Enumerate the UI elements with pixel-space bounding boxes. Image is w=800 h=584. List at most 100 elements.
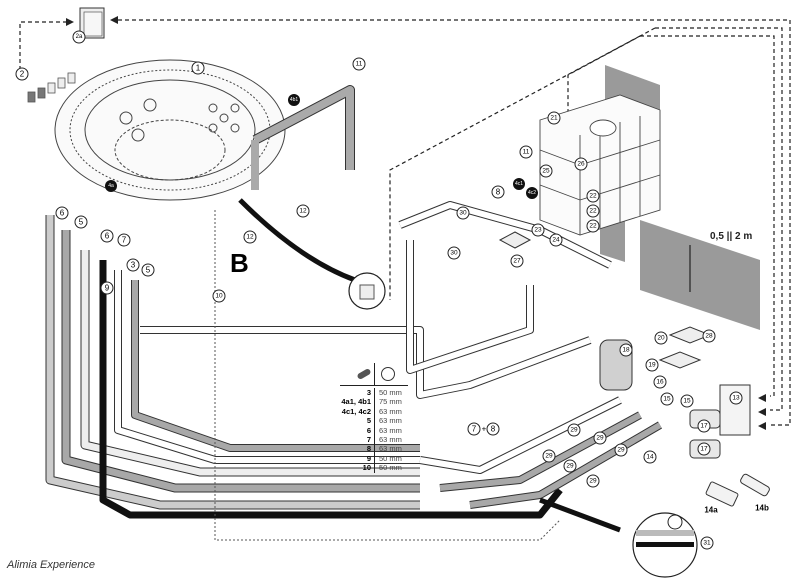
detail-heater-cable — [539, 497, 698, 578]
callout-15a: 15 — [660, 392, 674, 406]
svg-text:2a: 2a — [76, 34, 83, 40]
pipe-icon — [356, 367, 372, 381]
svg-text:25: 25 — [542, 168, 550, 175]
svg-text:3: 3 — [131, 261, 136, 270]
control-cables — [19, 19, 791, 426]
mounting-pads — [498, 231, 712, 369]
svg-text:26: 26 — [577, 161, 585, 168]
callout-22c: 22 — [586, 219, 600, 233]
callout-27: 27 — [510, 254, 524, 268]
callout-4a: 4a — [105, 180, 117, 192]
pipe-spec-row: 7 63 mm — [340, 435, 408, 445]
svg-text:8: 8 — [491, 425, 496, 434]
callout-12a: 12 — [296, 204, 310, 218]
svg-text:12: 12 — [246, 234, 254, 241]
pipe-ref: 7 — [340, 435, 375, 445]
arrow-icon — [758, 394, 766, 402]
callout-17a: 17 — [697, 419, 711, 433]
pipe-ref: 6 — [340, 425, 375, 436]
svg-text:9: 9 — [105, 284, 110, 293]
callout-28: 28 — [702, 329, 716, 343]
callout-14a: 14a — [704, 506, 718, 515]
pipe-ref: 9 — [340, 453, 375, 464]
svg-text:29: 29 — [545, 453, 553, 460]
svg-text:14a: 14a — [704, 506, 718, 515]
callout-31: 31 — [700, 536, 714, 550]
callout-30a: 30 — [456, 206, 470, 220]
svg-text:28: 28 — [705, 333, 713, 340]
callout-7: 7 — [117, 233, 131, 247]
pipe-ref: 3 — [340, 388, 375, 398]
svg-text:16: 16 — [656, 379, 664, 386]
callout-10: 10 — [212, 289, 226, 303]
callout-6a: 6 — [55, 206, 69, 220]
callout-6b: 6 — [100, 229, 114, 243]
pipe-diameter: 50 mm — [379, 463, 402, 473]
callout-15b: 15 — [680, 394, 694, 408]
callout-3: 3 — [126, 258, 140, 272]
callout-29d: 29 — [542, 449, 556, 463]
callout-1: 1 — [191, 61, 205, 75]
svg-text:5: 5 — [79, 218, 84, 227]
callout-4b1: 4b1 — [288, 94, 300, 106]
arrow-icon — [758, 408, 766, 416]
pipe-diameter: 63 mm — [379, 406, 402, 416]
svg-text:4b1: 4b1 — [290, 97, 299, 103]
callout-13: 13 — [729, 391, 743, 405]
hot-tub — [54, 59, 286, 201]
callout-8: 8 — [491, 185, 505, 199]
svg-text:14b: 14b — [755, 504, 769, 513]
callout-29b: 29 — [593, 431, 607, 445]
svg-text:27: 27 — [513, 258, 521, 265]
svg-text:8: 8 — [496, 188, 501, 197]
callout-21: 21 — [547, 111, 561, 125]
svg-text:31: 31 — [703, 540, 711, 547]
pipe-diameter: 63 mm — [379, 435, 402, 445]
svg-text:13: 13 — [732, 395, 740, 402]
svg-text:19: 19 — [648, 362, 656, 369]
callout-2: 2 — [15, 67, 29, 81]
svg-text:21: 21 — [550, 115, 558, 122]
pipe-spec-row: 10 50 mm — [340, 463, 408, 473]
svg-text:11: 11 — [356, 61, 363, 68]
callout-2a: 2a — [72, 30, 86, 44]
svg-text:30: 30 — [450, 250, 458, 257]
jet-nozzles — [27, 72, 76, 103]
pipe-diameter: 63 mm — [379, 444, 402, 454]
callout-9: 9 — [100, 281, 114, 295]
svg-text:12: 12 — [299, 208, 307, 215]
pipe-diameter: 63 mm — [379, 425, 402, 435]
svg-text:29: 29 — [596, 435, 604, 442]
arrow-icon — [110, 16, 118, 24]
callout-30b: 30 — [447, 246, 461, 260]
svg-text:4a: 4a — [108, 183, 114, 189]
pipe-diameter: 50 mm — [379, 453, 402, 463]
svg-text:20: 20 — [657, 335, 665, 342]
accessories-14 — [705, 473, 770, 507]
pipe-ref: 5 — [340, 416, 375, 426]
pipe-diameter: 63 mm — [379, 416, 402, 426]
svg-text:22: 22 — [589, 208, 597, 215]
callout-29e: 29 — [563, 459, 577, 473]
svg-text:4c2: 4c2 — [528, 190, 536, 196]
svg-text:11: 11 — [523, 149, 530, 156]
svg-text:15: 15 — [683, 398, 691, 405]
arrow-icon — [758, 422, 766, 430]
pipe-ref: 10 — [340, 463, 375, 473]
callout-24: 24 — [549, 233, 563, 247]
pipe-spec-row: 5 63 mm — [340, 416, 408, 426]
product-caption: Alimia Experience — [7, 559, 96, 571]
callout-16: 16 — [653, 375, 667, 389]
svg-text:29: 29 — [617, 447, 625, 454]
svg-text:15: 15 — [663, 396, 671, 403]
callout-11b: 11 — [519, 145, 533, 159]
callout-29f: 29 — [586, 474, 600, 488]
svg-text:17: 17 — [700, 423, 708, 430]
svg-text:18: 18 — [622, 347, 630, 354]
svg-text:4c1: 4c1 — [515, 181, 523, 187]
water-tank — [539, 94, 661, 236]
